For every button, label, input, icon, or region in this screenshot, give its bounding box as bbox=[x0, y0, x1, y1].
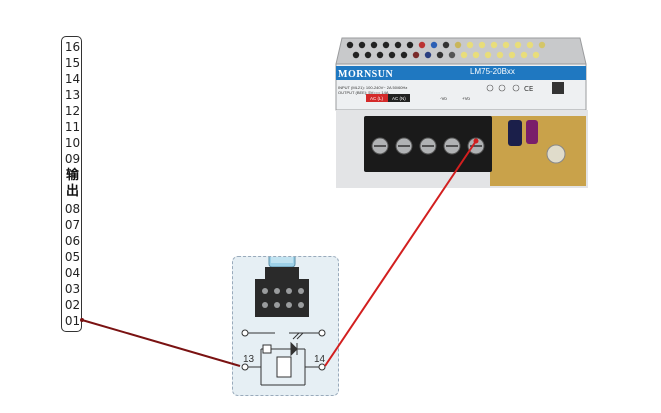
output-terminal-strip: 16 15 14 13 12 11 10 09 输 出 08 07 06 05 … bbox=[61, 36, 82, 332]
power-supply-drawing: CE bbox=[330, 36, 588, 190]
terminal-08[interactable]: 08 bbox=[62, 201, 83, 217]
relay-drawing bbox=[233, 257, 340, 397]
relay-contact-symbol bbox=[242, 330, 325, 336]
terminal-15[interactable]: 15 bbox=[62, 55, 83, 71]
psu-terminal-vpos: +Vo bbox=[462, 96, 470, 101]
terminal-07[interactable]: 07 bbox=[62, 217, 83, 233]
psu-model: LM75-20Bxx bbox=[470, 67, 515, 76]
terminal-04[interactable]: 04 bbox=[62, 265, 83, 281]
terminal-05[interactable]: 05 bbox=[62, 249, 83, 265]
wire-01-to-13 bbox=[82, 320, 240, 366]
psu-brand: MORNSUN bbox=[338, 69, 393, 80]
psu-potentiometer bbox=[547, 145, 565, 163]
psu-output-rating: OUTPUT (BEE): 5V=== 14A bbox=[338, 90, 389, 95]
svg-text:CE: CE bbox=[524, 85, 533, 93]
relay-pin-13-label: 13 bbox=[243, 354, 254, 365]
terminal-10[interactable]: 10 bbox=[62, 135, 83, 151]
psu-terminal-acn: AC (N) bbox=[392, 96, 406, 101]
terminal-02[interactable]: 02 bbox=[62, 297, 83, 313]
terminal-16[interactable]: 16 bbox=[62, 39, 83, 55]
relay-module-panel bbox=[232, 256, 339, 396]
terminal-14[interactable]: 14 bbox=[62, 71, 83, 87]
psu-terminal-acl: AC (L) bbox=[370, 96, 383, 101]
output-group-label-2: 出 bbox=[62, 184, 83, 200]
terminal-03[interactable]: 03 bbox=[62, 281, 83, 297]
terminal-01[interactable]: 01 bbox=[62, 313, 83, 329]
psu-terminal-vneg: -Vo bbox=[440, 96, 447, 101]
terminal-06[interactable]: 06 bbox=[62, 233, 83, 249]
psu-capacitor-1 bbox=[508, 120, 522, 146]
terminal-09[interactable]: 09 bbox=[62, 151, 83, 167]
terminal-12[interactable]: 12 bbox=[62, 103, 83, 119]
relay-pin-14-label: 14 bbox=[314, 354, 325, 365]
terminal-13[interactable]: 13 bbox=[62, 87, 83, 103]
output-group-label-1: 输 bbox=[62, 168, 83, 184]
terminal-11[interactable]: 11 bbox=[62, 119, 83, 135]
relay-coil-symbol bbox=[242, 333, 325, 385]
psu-capacitor-2 bbox=[526, 120, 538, 144]
power-supply-unit: CE MORNSUN LM75-20Bxx INPUT (ML21): 100-… bbox=[330, 36, 588, 190]
relay-socket bbox=[255, 279, 309, 317]
relay-base bbox=[265, 267, 299, 279]
